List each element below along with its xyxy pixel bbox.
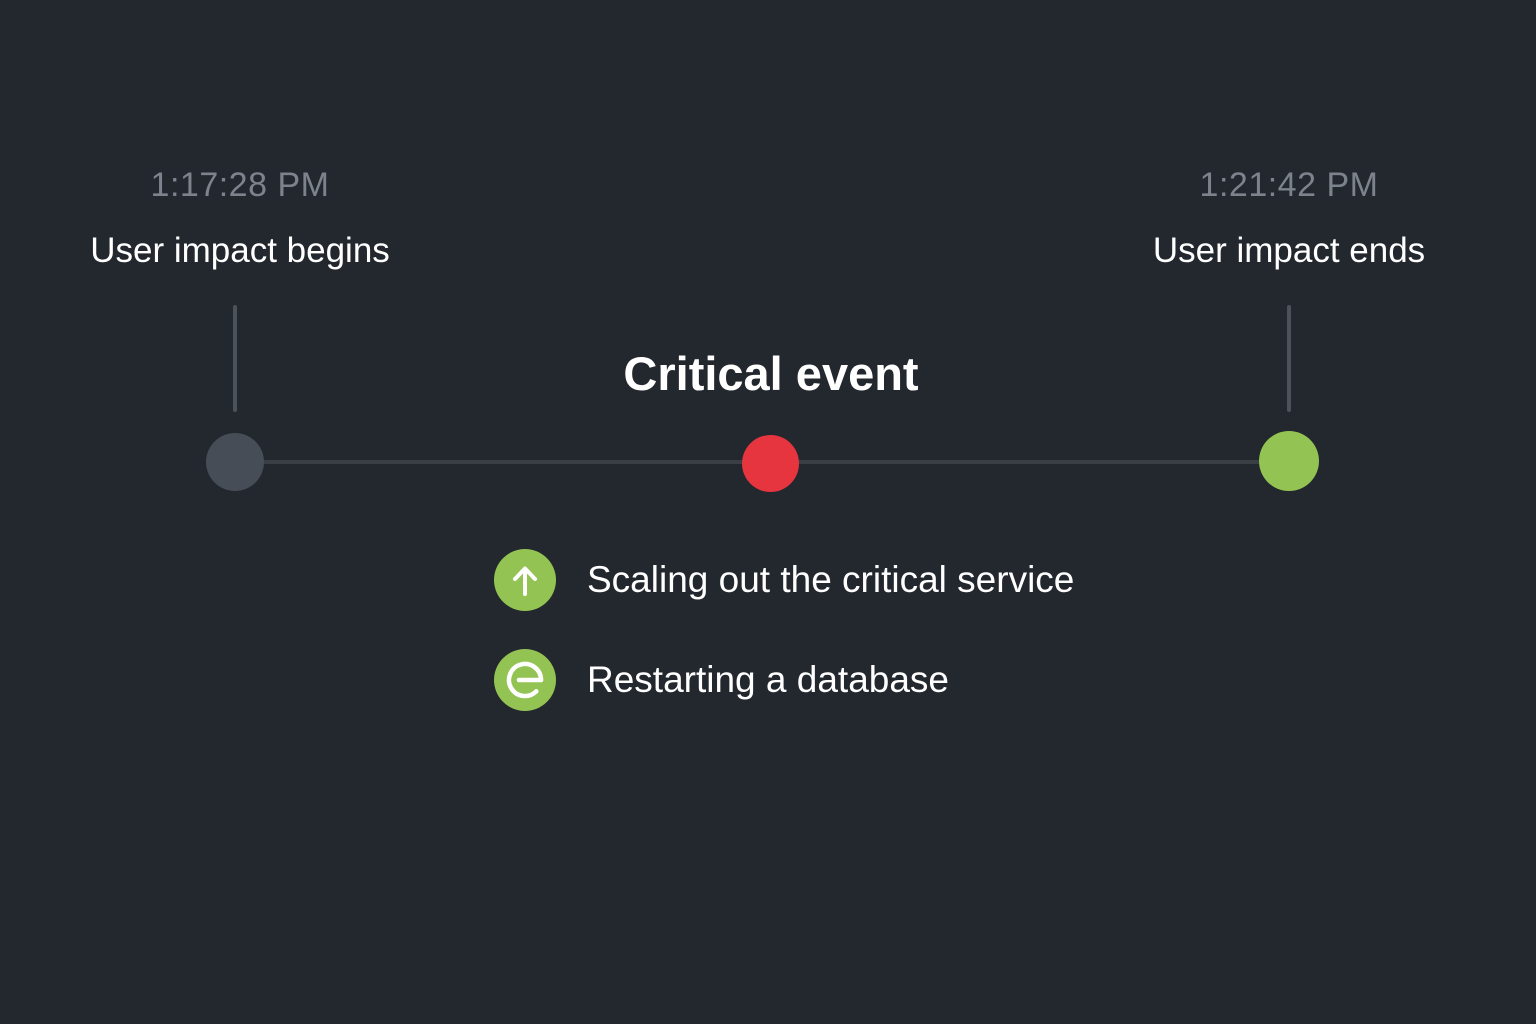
start-marker-dot[interactable] bbox=[206, 433, 264, 491]
end-marker-dot[interactable] bbox=[1259, 431, 1319, 491]
start-timestamp: 1:17:28 PM bbox=[150, 166, 330, 204]
start-tick-line bbox=[233, 305, 237, 412]
legend-label-scaling: Scaling out the critical service bbox=[587, 559, 1075, 600]
scale-up-arrow-icon bbox=[494, 549, 556, 611]
legend: Scaling out the critical service Restart… bbox=[494, 549, 1074, 711]
start-label-group: 1:17:28 PM User impact begins bbox=[90, 164, 390, 272]
start-impact-label: User impact begins bbox=[90, 231, 390, 270]
end-label-group: 1:21:42 PM User impact ends bbox=[1153, 164, 1425, 272]
critical-event-title: Critical event bbox=[623, 347, 919, 400]
legend-label-restart: Restarting a database bbox=[587, 659, 950, 700]
legend-item-restart: Restarting a database bbox=[494, 649, 1074, 711]
end-impact-label: User impact ends bbox=[1152, 231, 1426, 270]
legend-item-scaling: Scaling out the critical service bbox=[494, 549, 1074, 611]
end-tick-line bbox=[1287, 305, 1291, 412]
end-timestamp: 1:21:42 PM bbox=[1199, 166, 1379, 204]
critical-event-dot[interactable] bbox=[742, 435, 799, 492]
restart-icon bbox=[494, 649, 556, 711]
